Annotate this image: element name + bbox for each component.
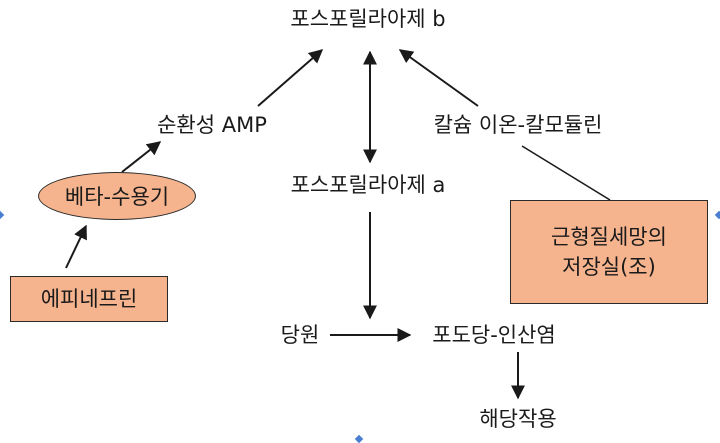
arrow-camp-to-phosphorylase-b — [257, 49, 324, 107]
reticulum-line-1: 근형질세망의 — [551, 225, 667, 249]
node-glycolysis: 해당작용 — [479, 407, 557, 431]
epinephrine-label: 에피네프린 — [40, 287, 138, 311]
node-sarcoplasmic-reticulum: 근형질세망의 저장실(조) — [510, 200, 708, 304]
arrow-beta-to-camp — [121, 141, 162, 173]
node-glucose-phosphate: 포도당-인산염 — [432, 323, 556, 347]
arrow-calmodulin-to-phosphorylase-b — [398, 49, 479, 107]
beta-receptor-label: 베타-수용기 — [64, 185, 170, 209]
node-cyclic-amp: 순환성 AMP — [157, 113, 267, 137]
arrow-epinephrine-to-beta — [65, 224, 87, 269]
node-calcium-calmodulin: 칼슘 이온-칼모듈린 — [433, 113, 603, 137]
reticulum-line-2: 저장실(조) — [562, 255, 656, 279]
node-phosphorylase-b: 포스포릴라아제 b — [290, 7, 446, 31]
node-beta-receptor: 베타-수용기 — [38, 172, 196, 220]
node-phosphorylase-a: 포스포릴라아제 a — [290, 173, 446, 197]
line-reticulum-to-calmodulin — [521, 145, 611, 201]
node-epinephrine: 에피네프린 — [10, 276, 168, 322]
node-glycogen: 당원 — [280, 323, 320, 347]
